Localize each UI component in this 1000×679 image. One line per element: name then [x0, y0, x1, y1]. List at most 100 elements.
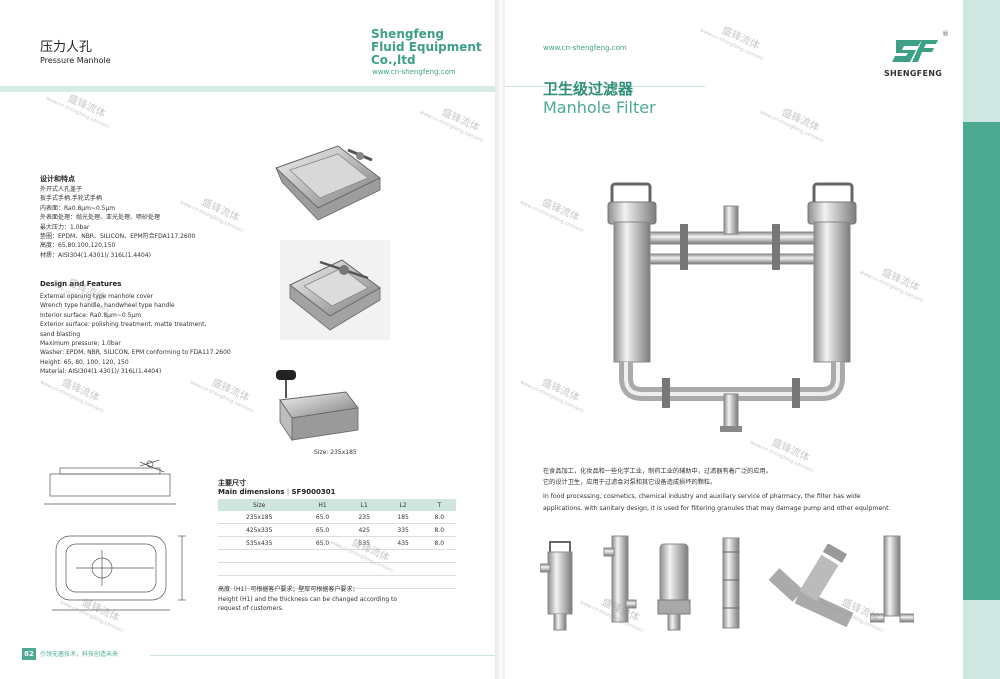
table-cell: 185: [383, 511, 423, 524]
shengfeng-logo-icon: [892, 40, 938, 62]
table-cell: 8.0: [422, 523, 456, 537]
watermark-zh: 盛锋流体: [719, 25, 761, 52]
watermark-zh: 盛锋流体: [879, 267, 921, 294]
filter-variant-1: [540, 541, 573, 631]
registered-mark: ®: [942, 30, 949, 38]
table-cell: 535x435: [218, 536, 301, 550]
watermark-zh: 盛锋流体: [59, 377, 101, 404]
table-header-cell: L1: [344, 499, 384, 511]
header-rule-right: [505, 86, 705, 87]
brand-name: Shengfeng Fluid Equipment Co.,ltd: [371, 28, 482, 67]
watermark-zh: 盛锋流体: [439, 107, 481, 134]
watermark-en: www.cn-shengfeng.com/en/: [44, 95, 111, 131]
table-row-empty: [218, 562, 456, 576]
filter-variant-6: [870, 535, 914, 623]
dims-note-en-1: Height (H1) and the thickness can be cha…: [218, 596, 398, 603]
footer-rule: [150, 655, 495, 656]
desc-zh-1: 在食品加工，化妆品和一些化学工业，制药工业的辅助中，过滤器有着广泛的应用。: [543, 468, 772, 475]
dimensions-table: Size H1 L1 L2 T 235x185 65.0 235 185 8.0…: [218, 499, 456, 589]
features-zh-list: 外开式人孔盖子 扳手式手柄,手轮式手柄 内表面：Ra0.8μm~0.5μm 外表…: [40, 185, 195, 260]
watermark-en: www.cn-shengfeng.com/en/: [418, 109, 485, 145]
features-en-heading: Design and Features: [40, 280, 122, 288]
dims-code: SF9000301: [291, 488, 336, 496]
features-zh-item: 内表面：Ra0.8μm~0.5μm: [40, 204, 116, 212]
table-cell: 535: [344, 536, 384, 550]
watermark-en: www.cn-shengfeng.com/en/: [858, 269, 925, 305]
page-title-en: Pressure Manhole: [40, 56, 111, 65]
watermark-en: www.cn-shengfeng.com/en/: [518, 379, 585, 415]
table-cell: 8.0: [422, 511, 456, 524]
features-en-item: Interior surface: Ra0.8μm~0.5μm: [40, 311, 142, 319]
page-title-zh: 压力人孔: [40, 40, 93, 55]
table-header-cell: Size: [218, 499, 301, 511]
table-cell: 65.0: [300, 511, 345, 524]
y-strainer-variant: [768, 544, 854, 628]
manhole-photo-1: [275, 145, 381, 221]
manhole-photo-3: [276, 370, 359, 442]
desc-en-2: applications. with sanitary design, it i…: [543, 505, 891, 512]
table-header-cell: L2: [383, 499, 423, 511]
technical-drawing: [44, 460, 186, 611]
table-row-empty: [218, 549, 456, 563]
watermark-zh: 盛锋流体: [779, 107, 821, 134]
table-cell: 335: [383, 523, 423, 537]
footer-slogan: 引领无菌技术，科技创造未来: [40, 651, 119, 658]
brand-name-line1: Shengfeng: [371, 27, 444, 41]
table-cell: 235x185: [218, 511, 301, 524]
brand-name-line3: Co.,ltd: [371, 53, 416, 67]
table-cell: 65.0: [300, 523, 345, 537]
features-en-item: Wrench type handle, handwheel type handl…: [40, 302, 175, 310]
dims-heading-zh: 主要尺寸: [218, 479, 246, 487]
watermark-zh: 盛锋流体: [539, 377, 581, 404]
features-en-item: sand blasting: [40, 330, 81, 338]
table-row: 425x335 65.0 425 335 8.0: [218, 523, 456, 537]
features-zh-item: 材质：AISI304(1.4301)/ 316L(1.4404): [40, 251, 151, 259]
brand-url: www.cn-shengfeng.com: [372, 68, 456, 76]
table-cell: 235: [344, 511, 384, 524]
dims-heading-en: Main dimensions | SF9000301: [218, 488, 336, 496]
watermark-zh: 盛锋流体: [65, 93, 107, 120]
header-rule: [0, 86, 495, 92]
desc-zh-2: 它的设计卫生，应用于过滤会对泵和其它设备造成损坏的颗粒。: [543, 479, 717, 486]
features-zh-item: 外表面处理：抛光处理、亚光处理、喷砂处理: [40, 214, 161, 222]
table-row-empty: [218, 575, 456, 589]
page-gutter: [495, 0, 505, 679]
brand-name-line2: Fluid Equipment: [371, 40, 482, 54]
table-cell: 8.0: [422, 536, 456, 550]
features-en-item: Height: 65, 80, 100, 120, 150: [40, 358, 129, 366]
table-cell: 425x335: [218, 523, 301, 537]
features-en-item: External opening type manhole cover: [40, 293, 154, 300]
photo-caption: Size: 235x185: [314, 449, 357, 456]
watermark-zh: 盛锋流体: [199, 197, 241, 224]
section-title-zh: 卫生级过滤器: [543, 80, 634, 98]
right-page-url: www.cn-shengfeng.com: [543, 44, 627, 52]
table-row: 535x435 65.0 535 435 8.0: [218, 536, 456, 550]
table-header-cell: T: [422, 499, 456, 511]
features-zh-heading: 设计和特点: [40, 175, 75, 183]
duplex-filter-illustration: [607, 182, 857, 432]
features-zh-item: 最大压力：1.0bar: [40, 223, 90, 231]
desc-en-1: In food processing, cosmetics, chemical …: [543, 493, 861, 500]
features-zh-item: 扳手式手柄,手轮式手柄: [40, 195, 102, 203]
page-number: 82: [22, 648, 36, 660]
features-en-item: Material: AISI304(1.4301)/ 316L(1.4404): [40, 368, 162, 376]
watermark-en: www.cn-shengfeng.com/en/: [698, 27, 765, 63]
dims-note-en-2: request of customers.: [218, 605, 284, 612]
filter-variant-3: [657, 543, 691, 631]
right-edge-tab: [963, 122, 1000, 600]
features-zh-item: 垫圈：EPDM、NBR、SILICON、EPM符合FDA117.2600: [40, 233, 196, 241]
filter-variant-4: [722, 537, 740, 629]
table-header-cell: H1: [300, 499, 345, 511]
features-en-list: External opening type manhole cover Wren…: [40, 292, 231, 377]
table-cell: 435: [383, 536, 423, 550]
watermark-zh: 盛锋流体: [539, 197, 581, 224]
dims-heading-en-text: Main dimensions: [218, 488, 285, 496]
